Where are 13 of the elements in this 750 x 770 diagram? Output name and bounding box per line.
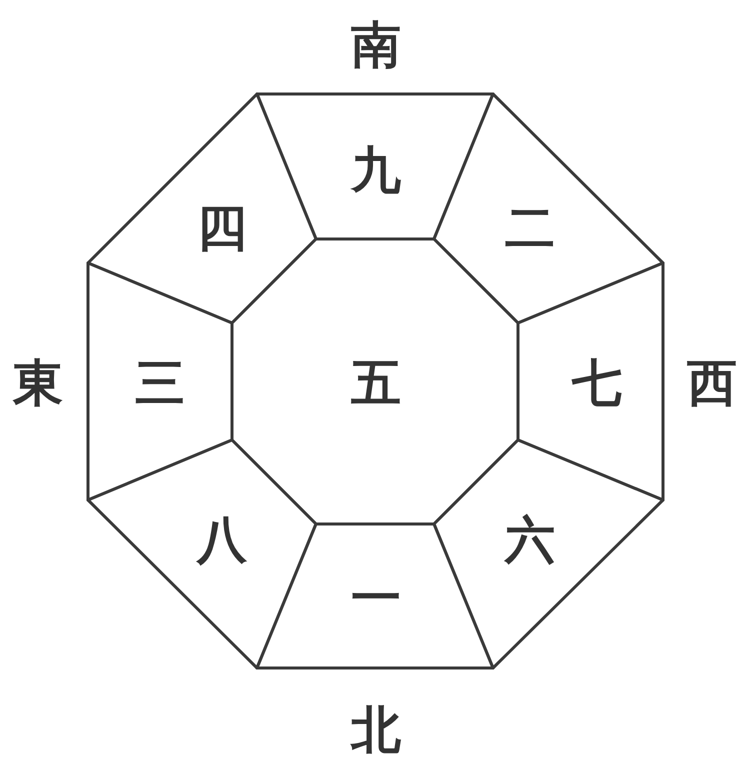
number-label: 三 <box>135 358 185 408</box>
direction-label: 北 <box>351 705 401 755</box>
number-label: 四 <box>197 203 247 253</box>
number-label: 九 <box>351 145 401 195</box>
direction-label: 東 <box>13 358 63 408</box>
number-label: 一 <box>351 573 401 623</box>
number-label: 六 <box>505 515 555 565</box>
number-label: 二 <box>505 203 555 253</box>
number-label: 七 <box>572 358 622 408</box>
number-label: 八 <box>197 515 247 565</box>
number-label: 五 <box>351 358 401 408</box>
direction-label: 南 <box>351 20 401 70</box>
direction-label: 西 <box>687 358 737 408</box>
